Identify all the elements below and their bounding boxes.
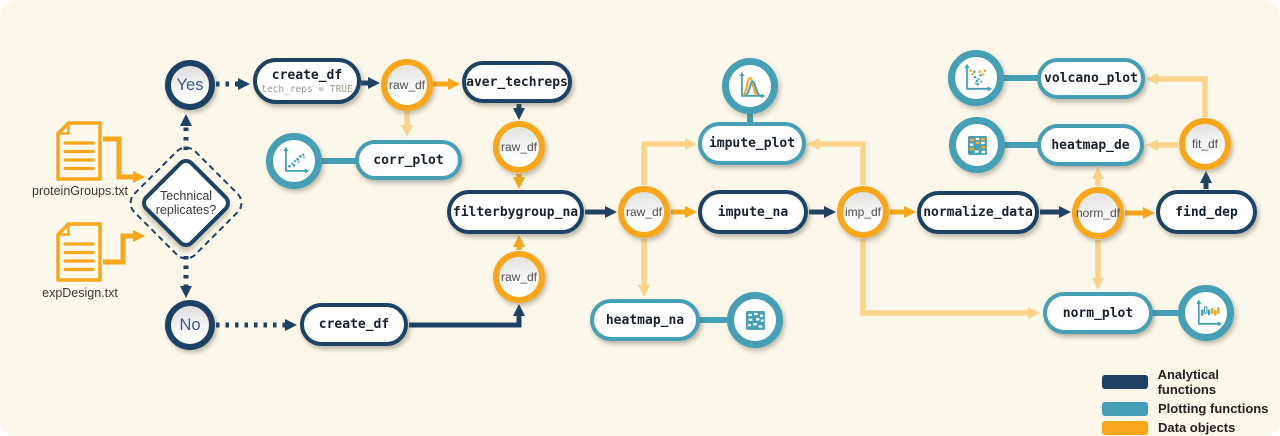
distribution-strips-icon [1178,285,1234,341]
arrow-expdesign-to-diamond [103,230,145,265]
node-heatmap-de: heatmap_de [1037,124,1144,166]
node-aver-techreps: aver_techreps [462,61,572,103]
yes-node: Yes [165,60,215,110]
no-node: No [165,300,215,350]
data-raw-df: raw_df [618,186,670,238]
data-fit-df: fit_df [1179,118,1231,170]
input-file-label: proteinGroups.txt [32,184,128,198]
input-file-label: expDesign.txt [42,286,118,300]
decision-question: Technical replicates? [155,189,217,218]
data-norm-df: norm_df [1072,187,1124,239]
volcano-scatter-icon [948,50,1004,106]
node-corr-plot: corr_plot [355,140,462,180]
node-impute-plot: impute_plot [698,122,806,165]
node-filterbygroup-na: filterbygroup_na [447,190,584,234]
data-imp-df: imp_df [837,186,889,238]
scatter-plot-icon [266,133,322,189]
arrow-proteingroups-to-diamond [103,136,145,183]
legend: Analytical functions Plotting functions … [1102,367,1280,436]
node-impute-na: impute_na [698,190,808,234]
data-raw-df: raw_df [493,251,545,303]
legend-swatch-plotting [1102,401,1148,416]
arrow-create-df-bottom-to-raw-df [409,304,525,328]
arrow-imp-df-to-norm-plot [860,239,1040,319]
node-volcano-plot: volcano_plot [1037,58,1145,99]
arrow-fit-df-to-volcano-plot [1146,73,1208,117]
node-create-df-top: create_df tech_reps = TRUE [253,58,361,104]
legend-swatch-data-objects [1102,420,1148,435]
legend-item-plotting: Plotting functions [1102,401,1280,416]
node-create-df-bottom: create_df [300,303,408,346]
node-norm-plot: norm_plot [1043,292,1153,334]
arrow-raw-df-to-impute-plot [641,138,697,185]
node-find-dep: find_dep [1156,190,1257,234]
data-raw-df: raw_df [381,59,433,111]
data-raw-df: raw_df [493,121,545,173]
legend-swatch-analytical [1102,375,1148,389]
density-curves-icon [722,58,778,114]
node-normalize-data: normalize_data [917,191,1039,234]
document-icon [56,121,102,181]
arrow-imp-df-to-impute-plot [807,138,866,185]
heatmap-grid-icon [949,117,1005,173]
legend-item-analytical: Analytical functions [1102,367,1280,397]
document-icon [56,222,102,282]
legend-item-data-objects: Data objects [1102,420,1280,435]
node-heatmap-na: heatmap_na [590,299,700,341]
heatmap-grid-icon [727,292,783,348]
